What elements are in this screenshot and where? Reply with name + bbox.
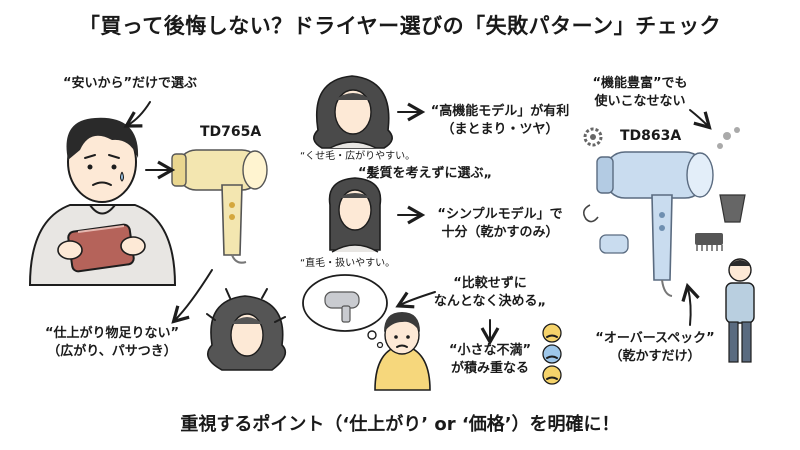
gear-icons [583, 127, 740, 149]
girl-confused [374, 312, 431, 391]
result-unsatisfying-line1: “仕上がり物足りない” [44, 326, 180, 341]
caption-ignore-hair-type: “髪質を考えずに選ぶ„ [357, 166, 493, 181]
thought-bubble-dryer [302, 274, 388, 349]
woman-straight-hair [328, 177, 382, 253]
footer-message: 重視するポイント（‘仕上がり’ or ‘価格’）を明確に！ [180, 414, 620, 435]
reco-high-function-line1: “高機能モデル」が有利 [430, 104, 570, 119]
caption-no-comparison-line1: “比較せずに [453, 276, 527, 291]
blue-hair-dryer [596, 151, 714, 297]
page-title: 「買って後悔しない？ドライヤー選びの「失敗パターン」チェック [78, 14, 722, 38]
note-straight-hair: “直毛・扱いやすい。 [300, 258, 396, 269]
reco-simple-line1: “シンプルモデル」で [437, 207, 563, 222]
caption-small-dissatisfaction-line1: “小さな不満” [448, 343, 532, 358]
caption-feature-rich-line1: “機能豊富”でも [592, 76, 688, 91]
reco-high-function-line2: （まとまり・ツヤ） [441, 122, 559, 137]
arrows [123, 101, 712, 346]
reco-simple-line2: 十分（乾かすのみ） [441, 225, 559, 240]
woman-frizzy-hair [206, 288, 287, 371]
worried-man-with-wallet [28, 117, 177, 286]
man-standing [725, 258, 755, 363]
model-label-td863a: TD863A [620, 128, 682, 144]
dissatisfied-emoji-faces [542, 323, 562, 385]
caption-small-dissatisfaction-line2: が積み重なる [450, 361, 529, 376]
model-label-td765a: TD765A [200, 124, 262, 140]
dryer-attachments [582, 194, 746, 254]
caption-no-comparison-line2: なんとなく決める„ [433, 294, 547, 309]
caption-cheap-choice: “安いから”だけで選ぶ [62, 76, 198, 91]
caption-feature-rich-line2: 使いこなせない [594, 94, 686, 109]
result-overspec-line1: “オーバースペック” [595, 331, 715, 346]
woman-wavy-hair [313, 75, 393, 149]
result-overspec-line2: （乾かすだけ） [609, 349, 701, 364]
note-wavy-hair: “くせ毛・広がりやすい。 [300, 151, 416, 162]
result-unsatisfying-line2: （広がり、パサつき） [47, 344, 177, 359]
yellow-hair-dryer [171, 149, 268, 264]
